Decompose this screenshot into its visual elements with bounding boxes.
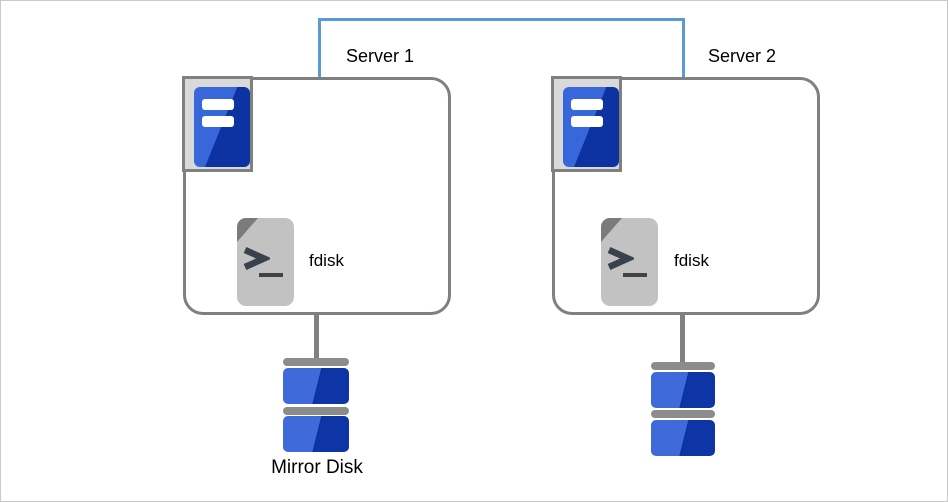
server-interconnect-line xyxy=(318,18,685,78)
server2-label: Server 2 xyxy=(708,46,777,66)
disk-stack-icon xyxy=(283,358,349,366)
prompt-underscore-icon xyxy=(259,273,283,277)
server-tower-icon xyxy=(551,76,622,172)
disk-platter xyxy=(651,420,715,456)
server-tower-icon xyxy=(182,76,253,172)
prompt-chevron-icon xyxy=(243,247,270,270)
disk-divider-bar xyxy=(651,410,715,418)
server-tower-slot xyxy=(202,99,234,110)
document-shape xyxy=(237,218,294,306)
terminal-file-icon xyxy=(237,218,294,306)
mirror-disk-label: Mirror Disk xyxy=(271,457,363,478)
disk-connector-line xyxy=(314,315,319,360)
server-tower-slot xyxy=(571,99,603,110)
disk-stack-icon xyxy=(651,362,715,370)
server-tower-slot xyxy=(571,116,603,127)
disk-connector-line xyxy=(680,314,685,364)
disk-platter xyxy=(283,416,349,452)
disk-divider-bar xyxy=(283,407,349,415)
terminal-file-icon xyxy=(601,218,658,306)
server1-label: Server 1 xyxy=(346,46,415,66)
server-tower-slot xyxy=(202,116,234,127)
disk-platter xyxy=(651,372,715,408)
prompt-underscore-icon xyxy=(623,273,647,277)
fdisk-label-server2: fdisk xyxy=(674,251,709,270)
disk-platter xyxy=(283,368,349,404)
document-shape xyxy=(601,218,658,306)
prompt-chevron-icon xyxy=(607,247,634,270)
fdisk-label-server1: fdisk xyxy=(309,251,344,270)
